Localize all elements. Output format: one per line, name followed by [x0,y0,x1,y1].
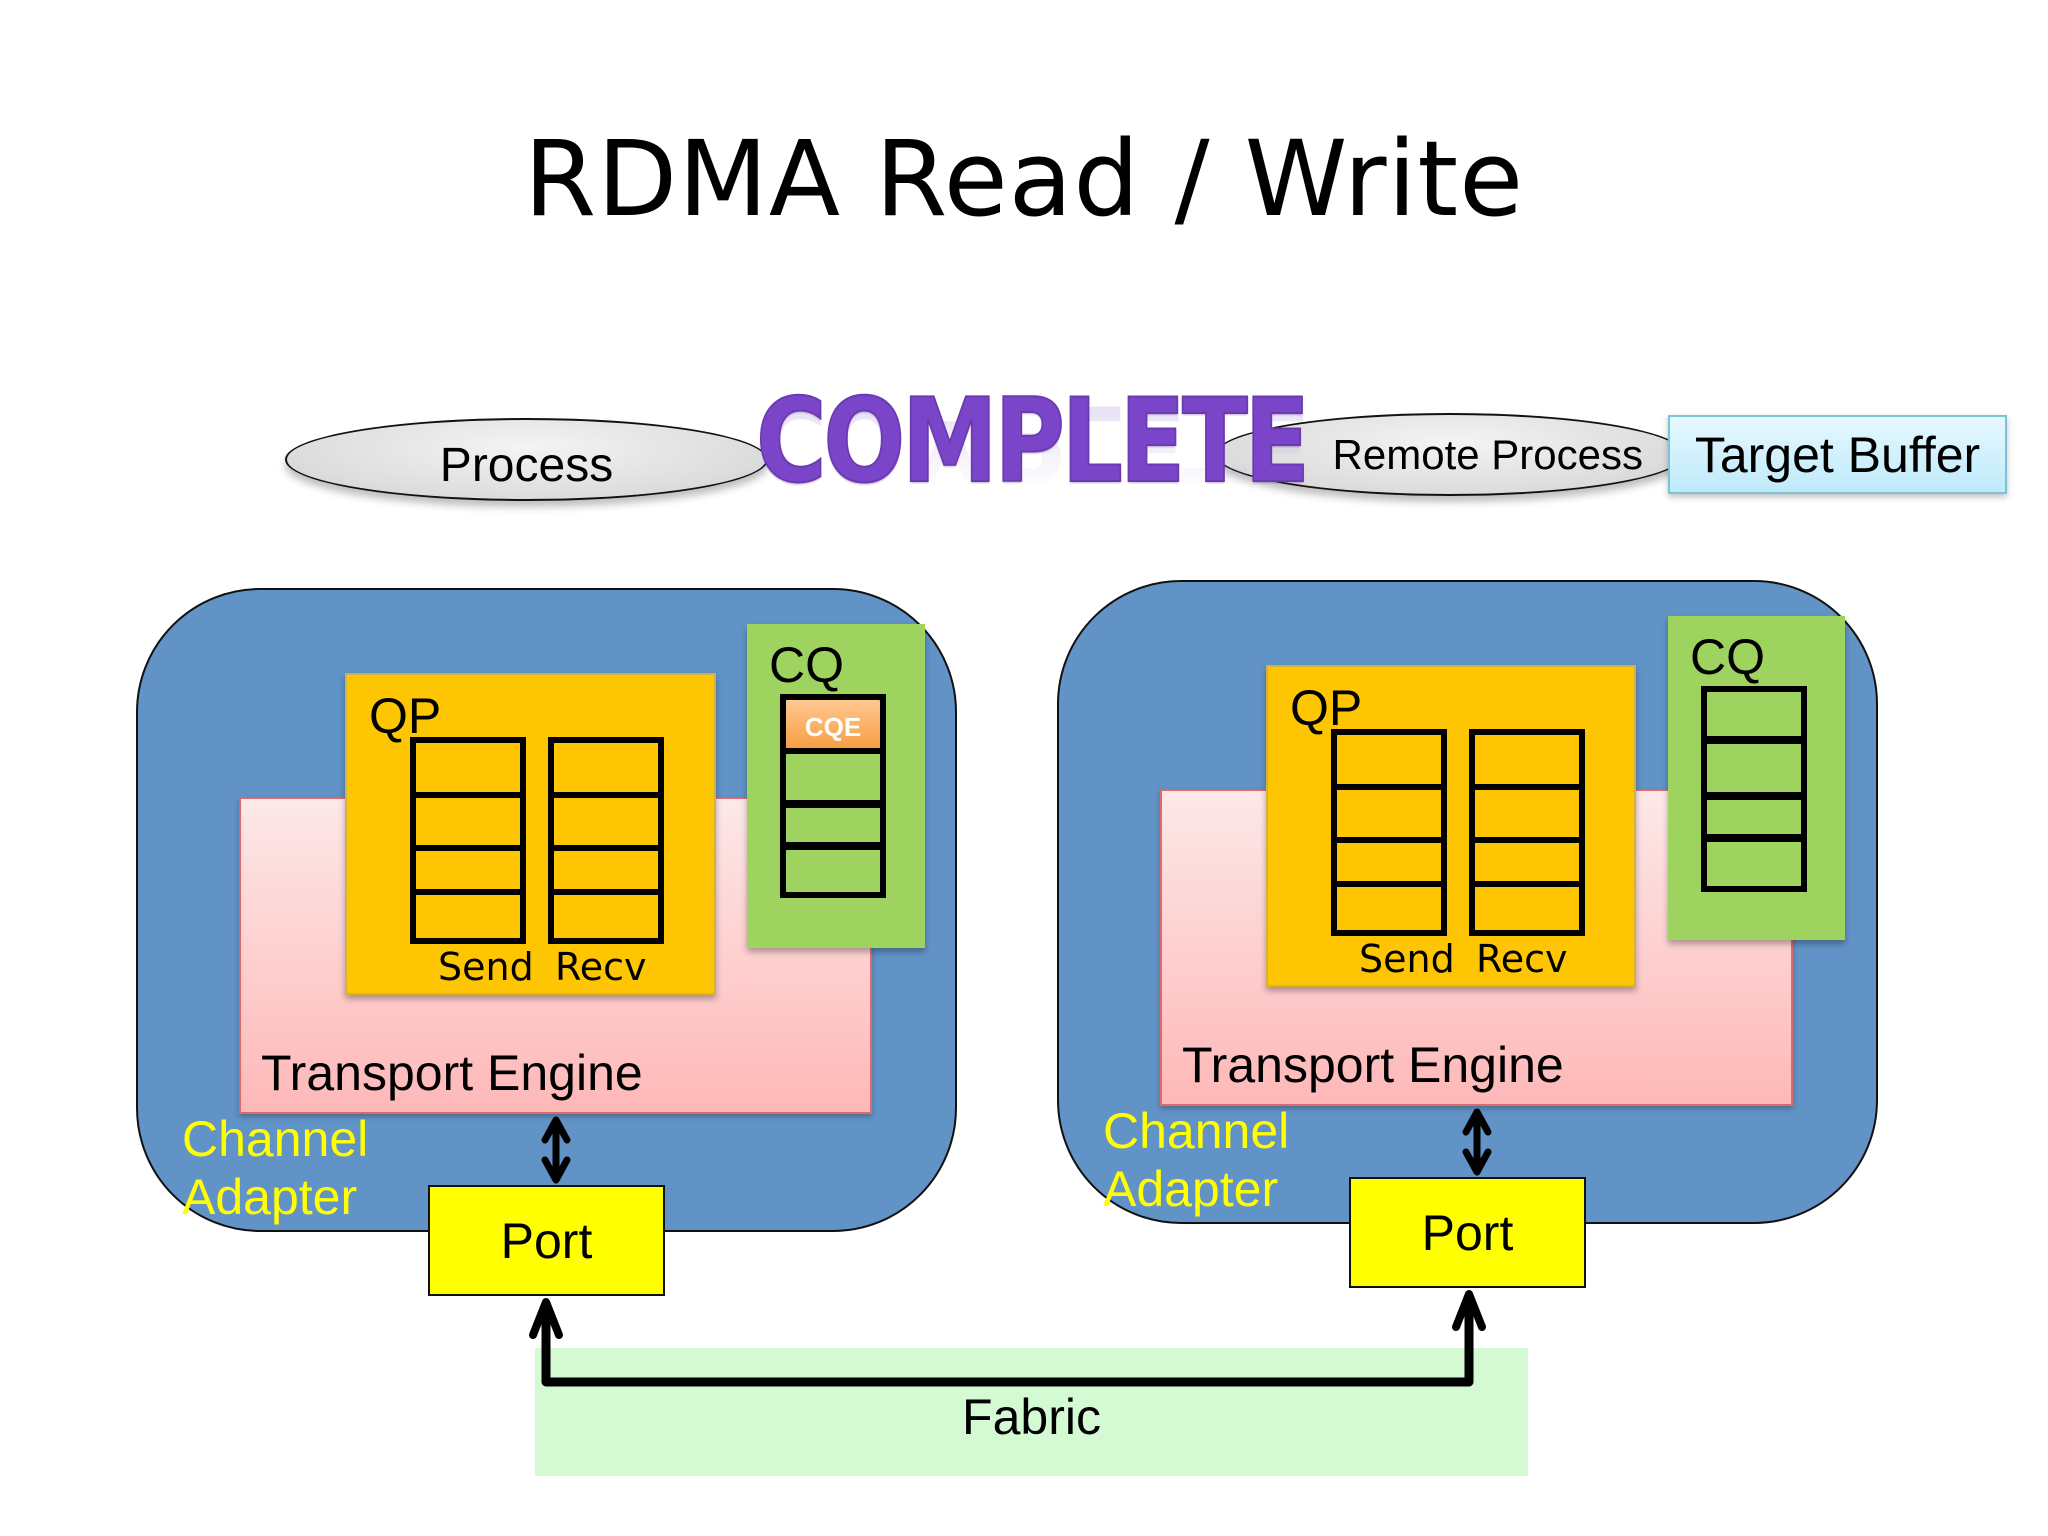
cqe-entry: CQE [786,700,880,754]
remote-cq-stack [1701,686,1807,892]
local-send-label: Send [438,945,534,989]
remote-arrowhead-up [1462,1108,1492,1136]
local-ca-line1: Channel [182,1111,369,1167]
fabric-arrowhead-left [529,1298,563,1339]
fabric-label: Fabric [962,1389,1101,1445]
remote-send-queue [1331,729,1447,936]
complete-status-word: COMPLETE [755,374,1311,509]
remote-ca-line1: Channel [1103,1103,1290,1159]
remote-process-label: Remote Process [1332,430,1643,478]
remote-qp-label: QP [1290,680,1363,736]
remote-queue-pair: QP Send Recv [1266,665,1636,987]
fabric-arrowhead-right [1452,1290,1486,1331]
local-channel-adapter-label: Channel Adapter [182,1110,368,1226]
remote-recv-queue [1469,729,1585,936]
local-arrowhead-down [541,1156,571,1184]
local-recv-queue [548,737,664,944]
local-ca-line2: Adapter [182,1169,358,1225]
remote-port: Port [1349,1177,1586,1288]
target-buffer-label: Target Buffer [1694,426,1981,483]
local-cq-label: CQ [769,637,844,693]
remote-channel-adapter-label: Channel Adapter [1103,1102,1289,1218]
local-arrowhead-up [541,1116,571,1144]
remote-arrowhead-down [1462,1148,1492,1176]
remote-transport-engine-label: Transport Engine [1182,1037,1564,1093]
remote-recv-label: Recv [1476,937,1568,981]
fabric-region: Fabric [535,1348,1528,1476]
slide-title: RDMA Read / Write [523,118,1525,240]
cqe-label: CQE [804,711,862,742]
local-port: Port [428,1185,665,1296]
local-recv-label: Recv [555,945,647,989]
local-completion-queue: CQ CQE [747,624,925,948]
remote-cq-label: CQ [1690,629,1765,685]
remote-ca-line2: Adapter [1103,1161,1279,1217]
local-send-queue [410,737,526,944]
local-port-label: Port [500,1212,593,1269]
remote-send-label: Send [1359,937,1455,981]
local-transport-engine-label: Transport Engine [261,1045,643,1101]
remote-port-label: Port [1421,1204,1514,1261]
remote-completion-queue: CQ [1668,616,1845,940]
process-label: Process [439,439,614,492]
local-queue-pair: QP Send Recv [345,673,716,995]
process-ellipse: Process [285,418,768,501]
local-qp-label: QP [369,688,442,744]
fabric-link-line [541,1291,1474,1387]
local-cq-stack: CQE [780,694,886,898]
target-buffer-box: Target Buffer [1668,415,2007,494]
